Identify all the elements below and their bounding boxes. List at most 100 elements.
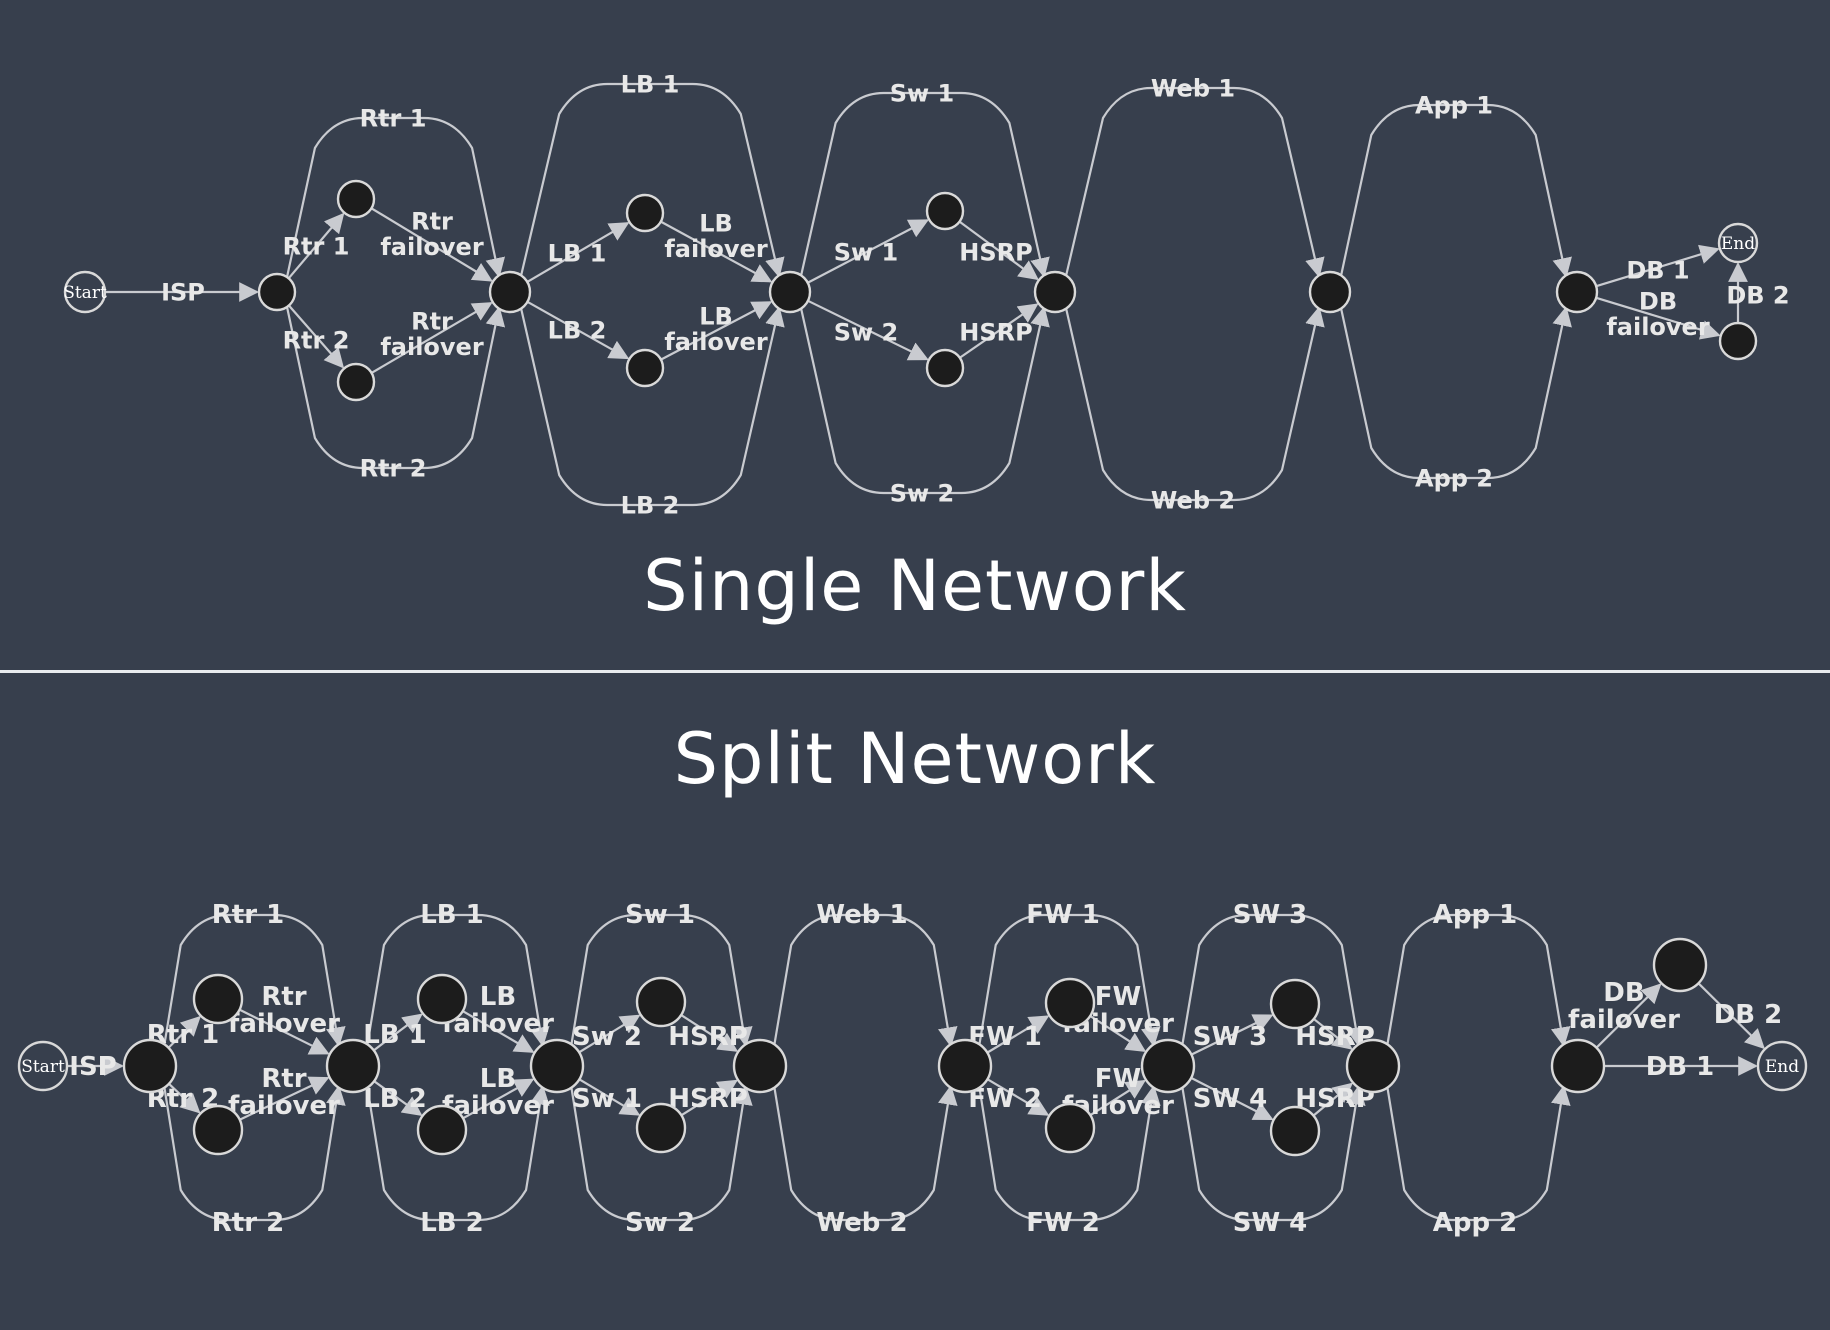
edge-n6-to-dbf <box>1595 296 1721 340</box>
node-circle <box>1550 1038 1606 1094</box>
node-circle <box>17 1040 69 1092</box>
edge-label: Sw 1 <box>625 900 695 930</box>
node-dbf <box>1652 937 1708 993</box>
edge-l1-to-m3 <box>462 1010 535 1053</box>
node-circle <box>325 1038 381 1094</box>
single-network-caption: Single Network <box>643 545 1187 627</box>
edge-m1-to-r2 <box>168 1083 201 1114</box>
edge-n1-to-n2-bottom <box>285 306 506 470</box>
edge-label: Sw 1 <box>890 79 955 107</box>
edge-m2-to-m3-top <box>366 913 550 1048</box>
node-l1 <box>416 973 468 1025</box>
edge-n2-to-l1 <box>526 222 630 283</box>
node-circle <box>416 1104 468 1156</box>
node-circle <box>768 270 812 314</box>
node-n1 <box>257 272 297 312</box>
edge-label: DB 2 <box>1726 281 1789 309</box>
edge-label: HSRP <box>668 1022 748 1052</box>
edge-n1-to-n2-top <box>285 116 506 278</box>
edge-label: Rtr 1 <box>283 232 350 260</box>
edge-label: Sw 1 <box>834 238 899 266</box>
edge-label: Rtr 2 <box>360 454 427 482</box>
node-start: Start <box>17 1040 69 1092</box>
edge-label: App 2 <box>1415 464 1493 492</box>
node-r1 <box>192 973 244 1025</box>
edge-label: LB 1 <box>363 1020 427 1050</box>
node-m6 <box>1140 1038 1196 1094</box>
node-w4 <box>1269 1105 1321 1157</box>
edge-label: Rtr 1 <box>212 900 284 930</box>
edge-label: LB 1 <box>621 70 680 98</box>
edge-n2-to-n3-top <box>519 82 785 278</box>
node-circle <box>925 191 965 231</box>
node-s1 <box>635 976 687 1028</box>
edge-label: HSRP <box>959 238 1032 266</box>
node-circle <box>625 193 665 233</box>
edge-label: LB 2 <box>548 316 607 344</box>
edge-f1-to-m6 <box>1089 1015 1147 1052</box>
node-m4 <box>732 1038 788 1094</box>
edge-m8-to-dbf <box>1595 983 1662 1049</box>
edge-l2-to-n3 <box>660 301 773 361</box>
node-start: Start <box>63 270 107 314</box>
node-circle <box>416 973 468 1025</box>
node-circle <box>1718 321 1758 361</box>
node-m2 <box>325 1038 381 1094</box>
edge-m5-to-m6-bottom <box>978 1084 1161 1222</box>
node-circle <box>937 1038 993 1094</box>
split-edges <box>67 913 1765 1222</box>
node-circle <box>1555 270 1599 314</box>
node-f2 <box>1044 1102 1096 1154</box>
node-circle <box>1308 270 1352 314</box>
node-circle <box>635 976 687 1028</box>
edge-m3-to-m4-top <box>570 913 753 1048</box>
edge-m2-to-l2 <box>373 1080 423 1116</box>
edge-r1-to-m2 <box>239 1008 330 1055</box>
edge-r2-to-m2 <box>239 1076 330 1121</box>
edge-m6-to-w4 <box>1190 1076 1274 1121</box>
edge-label: Web 1 <box>1151 74 1235 102</box>
edge-label: LB 1 <box>420 900 484 930</box>
edge-dbf-to-end <box>1697 982 1765 1050</box>
node-r2 <box>192 1104 244 1156</box>
node-m7 <box>1345 1038 1401 1094</box>
edge-label: Rtr 2 <box>212 1208 284 1238</box>
edge-n5-to-n6-top <box>1339 103 1572 278</box>
node-circle <box>122 1038 178 1094</box>
node-circle <box>1652 937 1708 993</box>
edge-n3-to-s2 <box>807 299 929 361</box>
node-circle <box>336 362 376 402</box>
edge-m7-to-m8-bottom <box>1386 1084 1571 1222</box>
node-n2 <box>488 270 532 314</box>
node-circle <box>1044 1102 1096 1154</box>
edge-label: Sw 1 <box>572 1084 642 1114</box>
node-label: End <box>1765 1057 1799 1077</box>
edge-m3-to-m4-bottom <box>570 1084 753 1222</box>
node-m5 <box>937 1038 993 1094</box>
edge-f2-to-m6 <box>1089 1079 1147 1117</box>
edge-label: SW 4 <box>1233 1208 1308 1238</box>
edge-n5-to-n6-bottom <box>1339 306 1572 480</box>
edge-label: App 1 <box>1415 91 1493 119</box>
edge-label: ISP <box>69 1052 116 1082</box>
edge-label: SW 3 <box>1233 900 1308 930</box>
split-nodes: Start End <box>17 937 1808 1157</box>
node-m1 <box>122 1038 178 1094</box>
node-n5 <box>1308 270 1352 314</box>
edge-label: Sw 2 <box>572 1022 642 1052</box>
edge-label: DB 1 <box>1626 256 1689 284</box>
edge-m2-to-m3-bottom <box>366 1084 550 1222</box>
edge-w4-to-m7 <box>1312 1082 1354 1117</box>
edge-n6-to-end <box>1595 244 1720 288</box>
edge-n4-to-n5-top <box>1064 86 1325 278</box>
node-circle <box>1269 978 1321 1030</box>
node-circle <box>529 1038 585 1094</box>
node-label: Start <box>21 1057 65 1077</box>
edge-n1-to-r1 <box>287 212 345 279</box>
